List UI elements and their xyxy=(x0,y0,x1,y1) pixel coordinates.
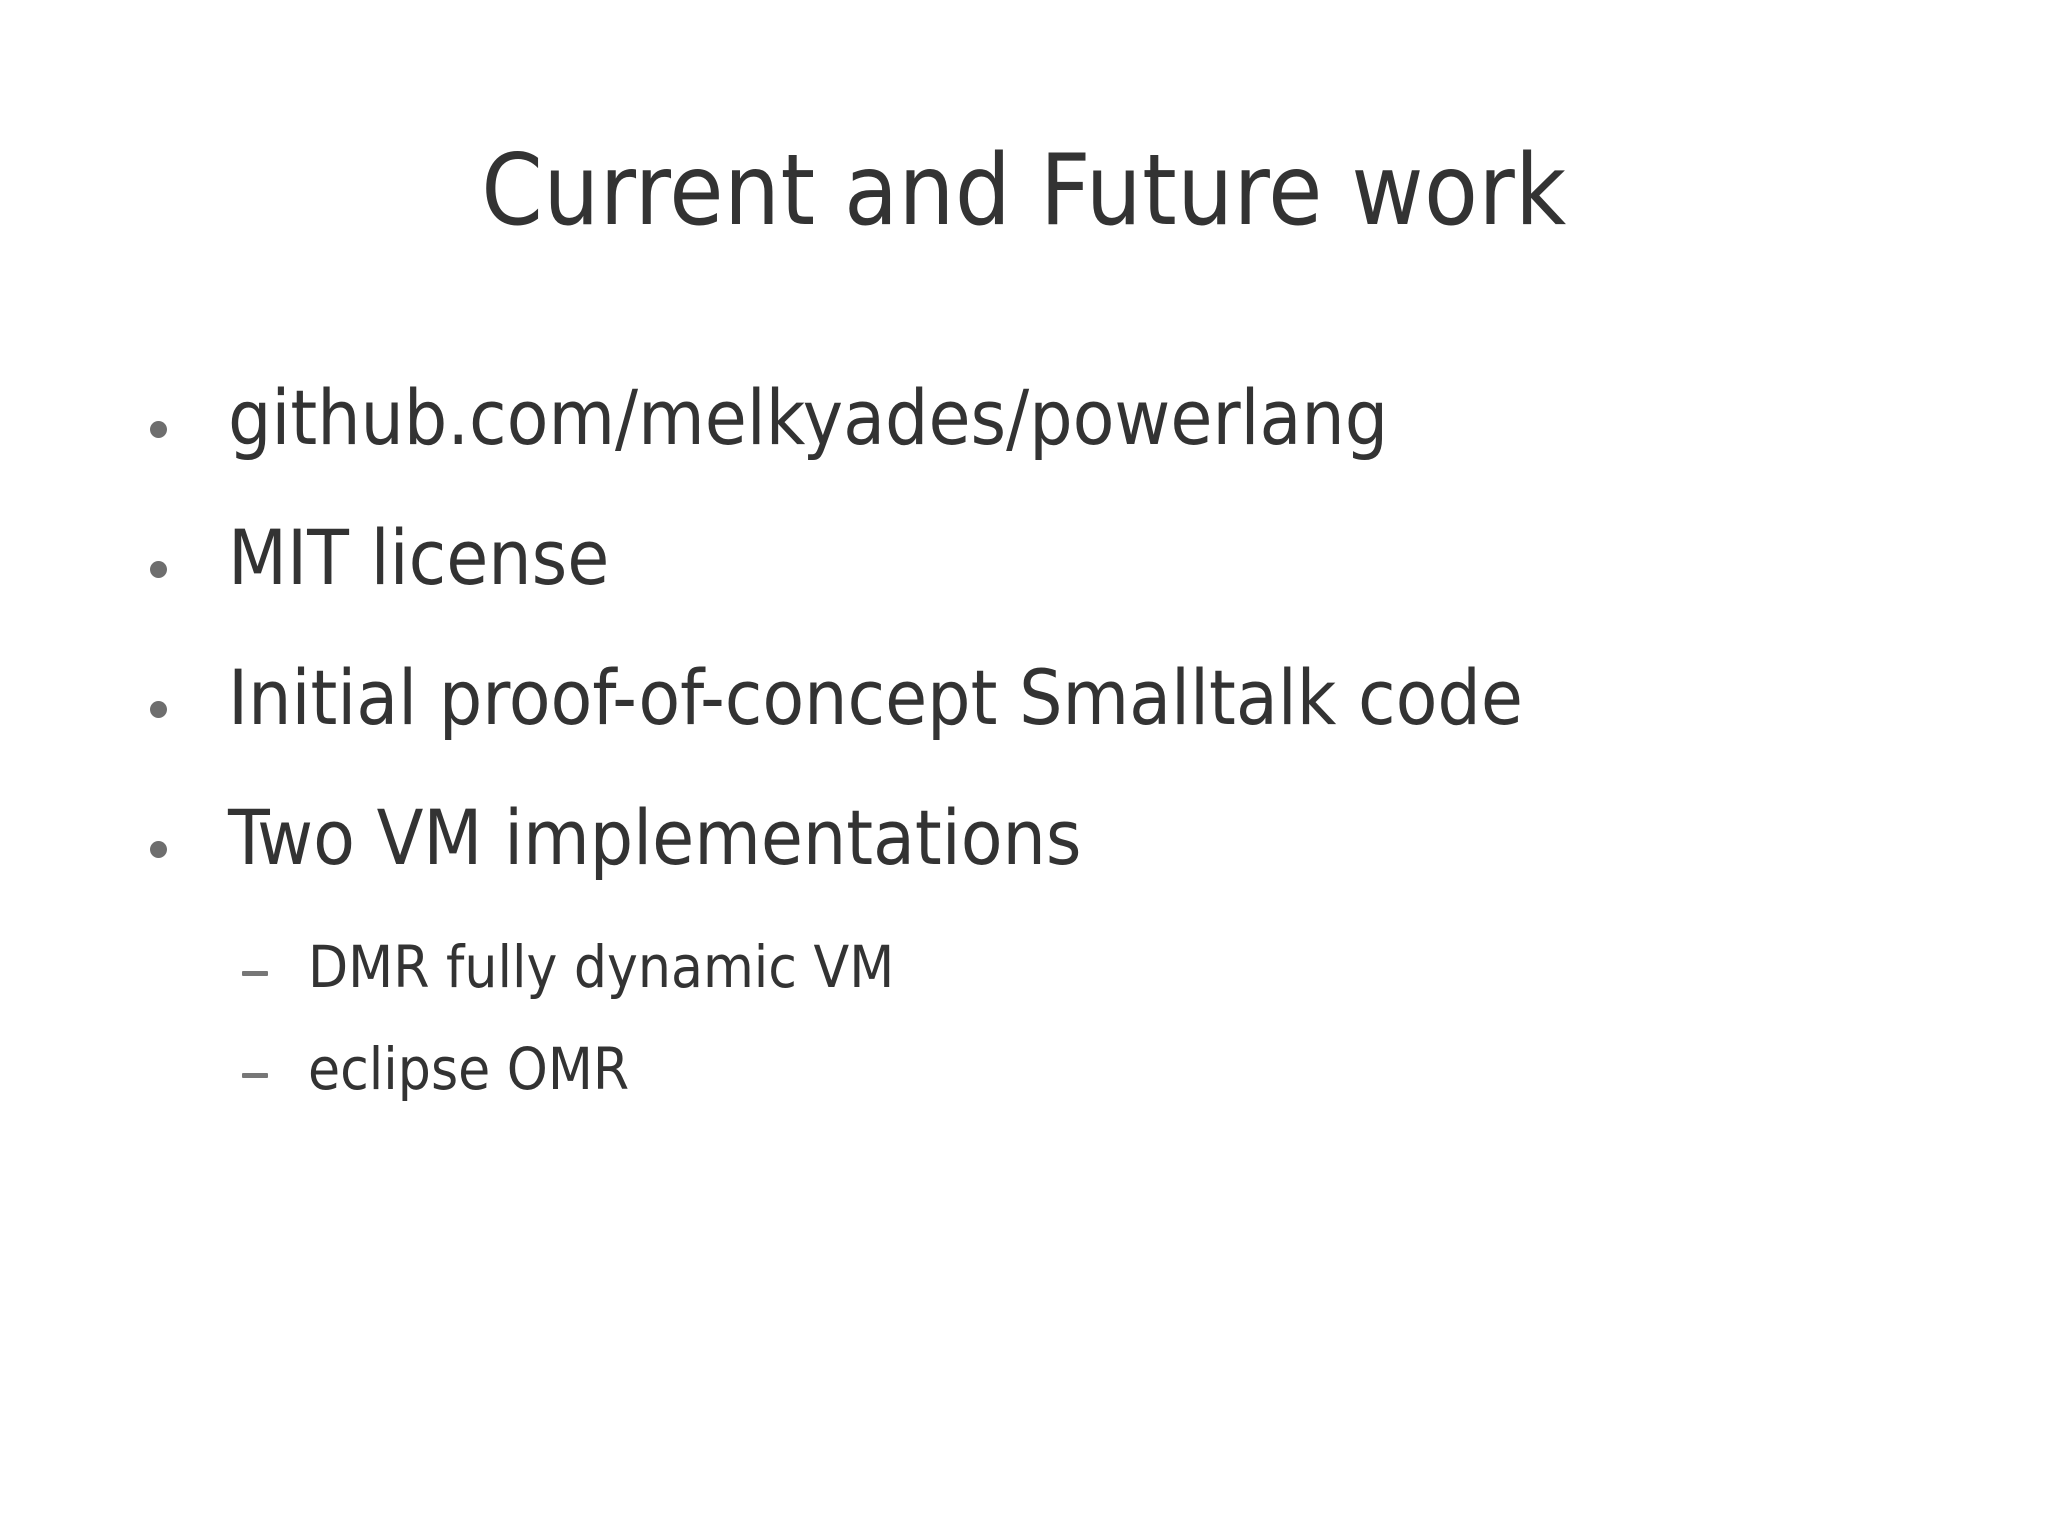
list-item-label: Initial proof-of-concept Smalltalk code xyxy=(228,653,1523,742)
dot-bullet-icon xyxy=(150,790,228,876)
sub-list-item-label: eclipse OMR xyxy=(308,1035,630,1103)
dot-bullet-icon xyxy=(150,650,228,736)
dot-bullet-icon xyxy=(150,510,228,596)
dot-bullet-icon xyxy=(150,370,228,456)
list-item: github.com/melkyades/powerlang xyxy=(150,370,1910,456)
page-title: Current and Future work xyxy=(481,134,1567,248)
list-item-label: Two VM implementations xyxy=(228,793,1082,882)
bullet-list: github.com/melkyades/powerlang MIT licen… xyxy=(150,370,1910,1134)
sub-list-item-label: DMR fully dynamic VM xyxy=(308,933,895,1001)
dash-bullet-icon xyxy=(242,1032,308,1098)
sub-list-item: DMR fully dynamic VM xyxy=(150,930,1910,996)
dash-bullet-icon xyxy=(242,930,308,996)
list-item: Two VM implementations xyxy=(150,790,1910,876)
sub-list-item: eclipse OMR xyxy=(150,1032,1910,1098)
list-item: MIT license xyxy=(150,510,1910,596)
list-item: Initial proof-of-concept Smalltalk code xyxy=(150,650,1910,736)
list-item-label: github.com/melkyades/powerlang xyxy=(228,373,1389,462)
list-item-label: MIT license xyxy=(228,513,610,602)
